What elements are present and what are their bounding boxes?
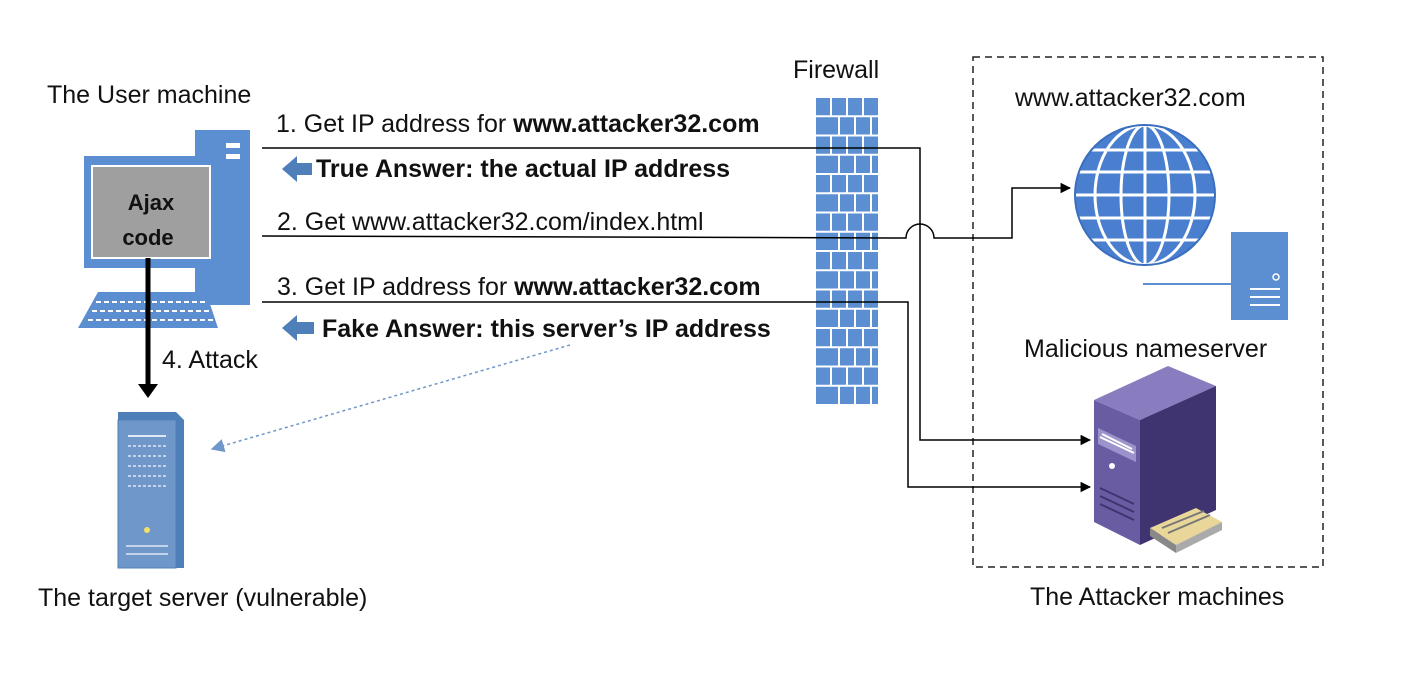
fake-answer-label: Fake Answer: this server’s IP address — [322, 315, 771, 343]
true-answer-label: True Answer: the actual IP address — [316, 155, 730, 183]
fake-answer-arrow-icon — [282, 315, 314, 341]
globe-icon — [1074, 124, 1216, 266]
step4-label: 4. Attack — [162, 346, 258, 374]
attacker-domain-label: www.attacker32.com — [1014, 84, 1246, 112]
step2-line — [261, 182, 1072, 239]
firewall-icon — [816, 96, 878, 406]
step2-label: 2. Get www.attacker32.com/index.html — [277, 208, 704, 236]
tower-server-icon — [1094, 366, 1222, 553]
server-icon — [1143, 232, 1288, 320]
ajax-code-label-line1: Ajax — [128, 190, 175, 215]
fake-answer-pointer — [210, 344, 571, 453]
target-server-label: The target server (vulnerable) — [38, 584, 367, 612]
step1-line — [262, 147, 1092, 446]
step1-label: 1. Get IP address for www.attacker32.com — [276, 110, 760, 138]
target-server-icon — [117, 412, 184, 569]
malicious-nameserver-label: Malicious nameserver — [1024, 335, 1267, 363]
step3-label: 3. Get IP address for www.attacker32.com — [277, 273, 761, 301]
step3-line — [262, 301, 1092, 493]
ajax-code-label-line2: code — [122, 225, 173, 250]
user-machine-label: The User machine — [47, 81, 251, 109]
firewall-label: Firewall — [793, 56, 879, 84]
true-answer-arrow-icon — [282, 156, 312, 182]
attacker-machines-box — [972, 56, 1324, 568]
attacker-machines-label: The Attacker machines — [1030, 583, 1284, 611]
attack-arrow-head — [138, 384, 158, 398]
